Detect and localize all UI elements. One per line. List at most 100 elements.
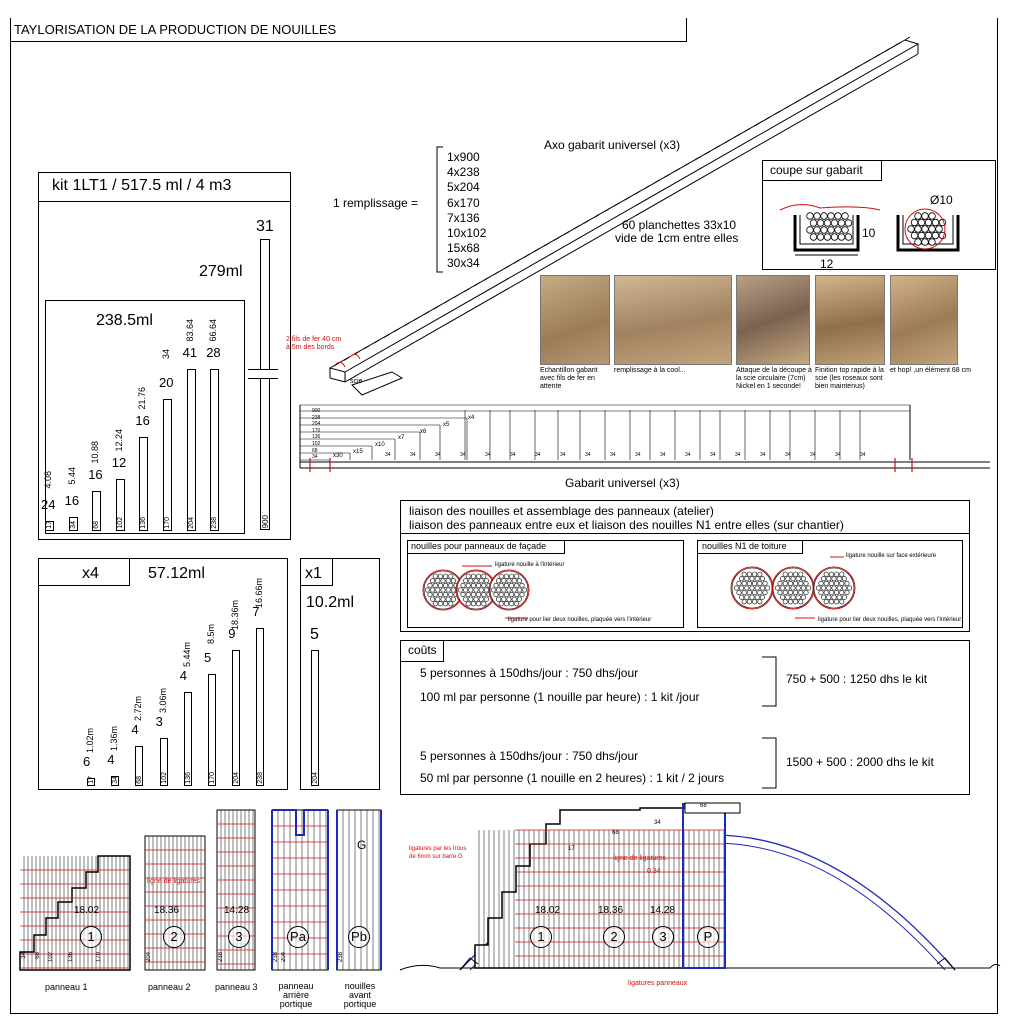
panel-2-num: 2 [163,926,185,948]
nouille-rod [427,592,433,598]
facade-title-box [407,540,565,554]
pb-note-1: ligatures par les trous [409,846,467,852]
outer-frame [10,18,998,1014]
coupe-rod [910,231,919,240]
nouille-rod [506,587,512,593]
nouille-rod [519,592,525,598]
nouille-rod [501,596,507,602]
coupe-rod [830,233,839,241]
arch-anchors [459,957,956,971]
nouille-rod [826,594,832,600]
kit-right-count: 31 [256,218,274,235]
nouille-rod [457,587,463,593]
couts-b-total: 1500 + 500 : 2000 dhs le kit [786,755,934,769]
axo-planchette [664,173,670,178]
axo-planchette [443,299,450,304]
gabarit-segment: 34 [585,452,591,458]
nouille-rod [509,573,515,579]
panel-1-num: 1 [80,926,102,948]
nouille-rod [478,596,484,602]
coupe-dim-diam: Ø10 [930,193,953,207]
axo-planchette [534,248,540,253]
nouille-rod [443,582,449,588]
coupe-title-box [762,160,882,181]
nouille-rod [803,580,809,586]
nouille-rod [481,582,487,588]
nouille-rod [782,599,788,605]
nouille-rod [828,580,834,586]
axo-planchette [463,288,470,293]
panel-pb-dim: 238 [338,952,344,963]
nouille-rod [774,585,780,591]
axo-planchette [504,265,510,270]
kit-title-box [38,172,291,202]
nouille-rod [432,582,438,588]
nouille-rod [506,596,512,602]
coupe-rod [841,212,849,220]
nouille-rod [785,585,791,591]
axo-planchette [854,65,861,70]
coupe-rod [806,212,814,220]
couts-title: coûts [408,643,437,657]
gabarit-multiplier: x4 [468,415,475,421]
nouille-rod [823,590,829,596]
bar: 238 [256,628,265,786]
nouille-rod [427,582,433,588]
nouille-rod [478,578,484,584]
toiture-title: nouilles N1 de toiture [702,541,787,551]
toiture-note-top: ligature nouille sur face extérieure [846,553,937,559]
nouille-rod [831,594,837,600]
coupe-rod [924,231,933,240]
nouille-rod [432,601,438,607]
coupe-rod [806,226,814,234]
panel-1-dim: 68 [35,952,41,959]
gabarit-segment: 34 [735,452,741,458]
nouille-rod [440,587,446,593]
nouille-rod [448,592,454,598]
panel-1-dim: 136 [68,952,74,963]
nouille-rod [493,582,499,588]
nouille-rod [733,585,739,591]
nouille-rod [798,580,804,586]
nouille-rod [841,576,847,582]
axo-planchette [674,168,680,172]
panel-1-dim: 170 [96,952,102,963]
nouille-rod [800,585,806,591]
nouille-rod [511,587,517,593]
kit-title: kit 1LT1 / 517.5 ml / 4 m3 [52,177,232,194]
nouille-rod [483,578,489,584]
panel-1-label: panneau 1 [45,982,88,992]
liaison-line1: liaison des nouilles et assemblage des p… [409,504,714,518]
axo-planchette [584,219,590,224]
photo-element-68 [890,275,958,365]
nouille-rod [787,571,793,577]
nouille-rod [443,601,449,607]
coupe-rod [935,225,943,233]
remplissage-item: 10x102 [447,226,487,241]
nouille-rod [834,599,840,605]
bar: 68 [92,491,102,531]
coupe-rod [921,238,929,246]
nouille-rod [481,573,487,579]
nouille-rod [514,582,520,588]
nouille-rod [821,585,827,591]
nouille-rod [777,590,783,596]
gabarit-segment: 34 [835,452,841,458]
axo-planchette [754,122,760,127]
axo-planchette [734,133,740,138]
axo-planchette [794,99,801,104]
nouille-rod [503,573,509,579]
planchettes-line2: vide de 1cm entre elles [615,231,739,245]
axo-planchette [604,208,610,213]
nouille-rod [496,578,502,584]
nouille-rod [839,580,845,586]
arch-note-bottom: ligatures panneaux [628,980,688,987]
nouille-rod [839,571,845,577]
nouille-rod [836,585,842,591]
axo-label: Axo gabarit universel (x3) [544,138,681,152]
nouille-rod [516,596,522,602]
